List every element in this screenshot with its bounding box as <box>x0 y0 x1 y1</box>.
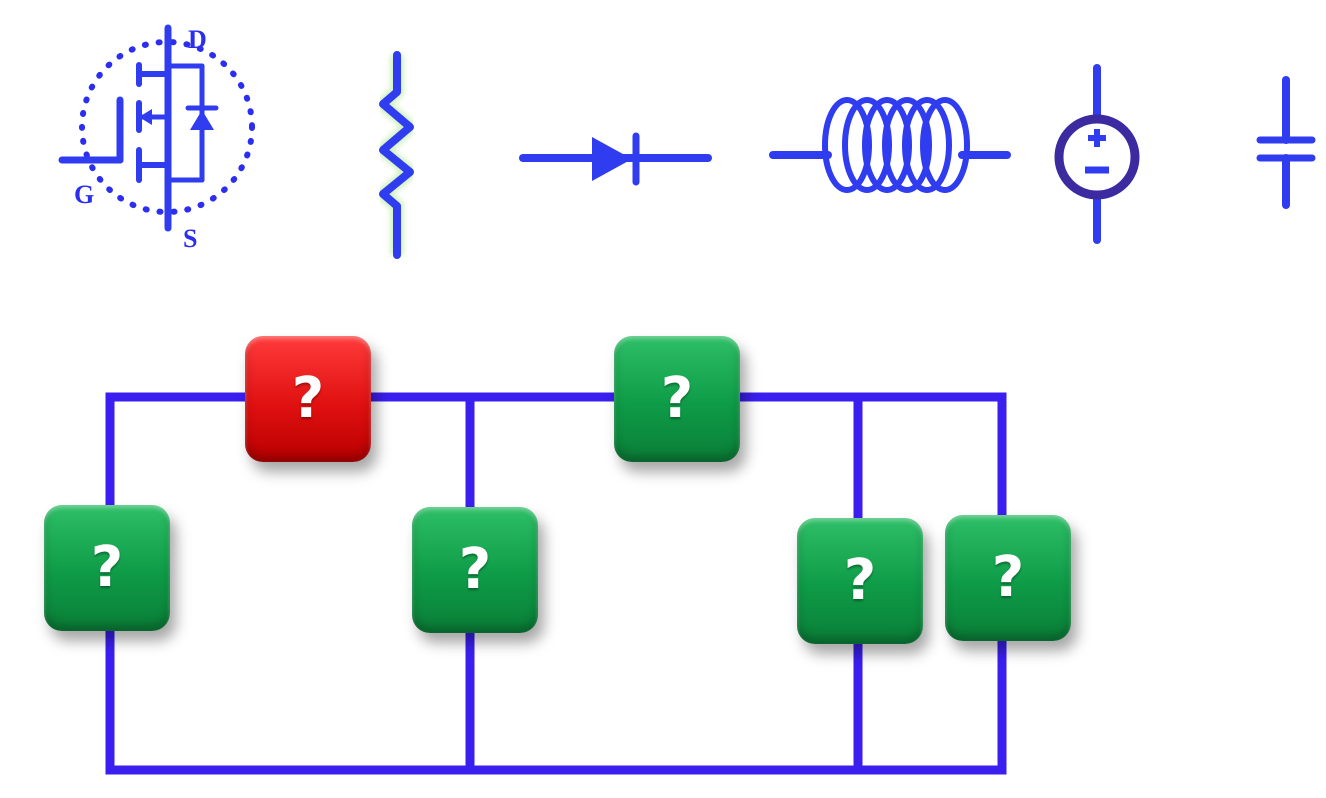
diode-symbol <box>519 132 712 186</box>
unknown-component-branch-3[interactable]: ? <box>797 518 923 644</box>
unknown-component-top-right[interactable]: ? <box>614 336 740 462</box>
question-mark: ? <box>991 545 1025 610</box>
resistor-symbol <box>372 51 421 259</box>
question-mark: ? <box>660 366 694 431</box>
unknown-component-branch-4[interactable]: ? <box>945 515 1071 641</box>
question-mark: ? <box>843 548 877 613</box>
gate-label: G <box>74 180 94 209</box>
voltage-source-symbol <box>1054 64 1140 244</box>
question-mark: ? <box>458 537 492 602</box>
question-mark: ? <box>291 366 325 431</box>
source-label: S <box>183 224 197 253</box>
capacitor-symbol <box>1256 76 1316 209</box>
inductor-symbol <box>769 97 1011 193</box>
question-mark: ? <box>90 535 124 600</box>
unknown-component-branch-2[interactable]: ? <box>412 507 538 633</box>
unknown-component-branch-1[interactable]: ? <box>44 505 170 631</box>
drain-label: D <box>188 25 207 54</box>
mosfet-symbol: D G S <box>58 24 255 253</box>
unknown-component-top-left[interactable]: ? <box>245 336 371 462</box>
